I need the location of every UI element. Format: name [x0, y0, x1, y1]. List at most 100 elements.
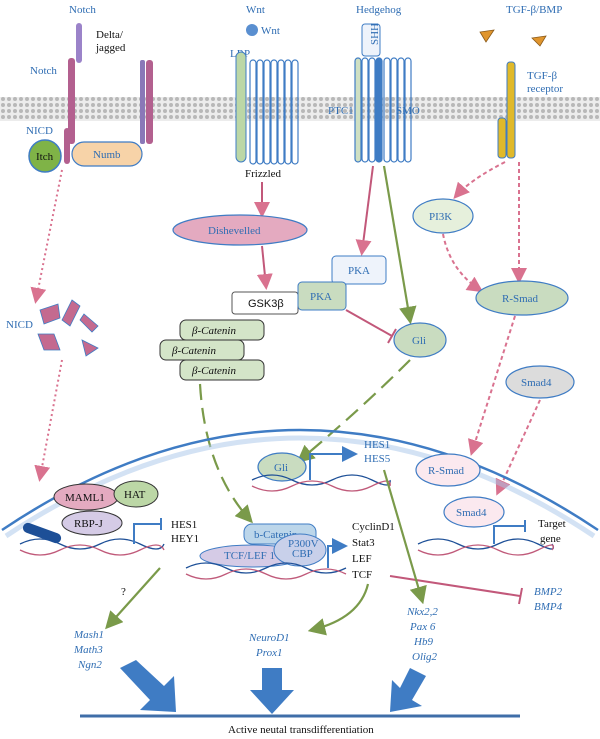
hes1-notch-label: HES1: [171, 519, 197, 531]
rbpj-protein: [61, 510, 123, 536]
rbpj-label: RBP-J: [74, 518, 103, 530]
smad4-protein: [505, 365, 575, 399]
pathway-title-wnt: Wnt: [246, 4, 265, 16]
tgf-receptor-label-line1: TGF-β: [527, 70, 557, 82]
wnt-ligand-icon: [246, 24, 258, 36]
dna-notch: [19, 538, 165, 556]
notch-to-output-arrow: [105, 567, 161, 630]
numb-label: Numb: [93, 149, 121, 161]
dishevelled-protein: [172, 214, 308, 246]
lrp-receptor: [235, 51, 247, 163]
smo-receptor: [383, 57, 412, 163]
delta-ligand: [76, 23, 82, 63]
tcf-lef-label: TCF/LEF 1: [224, 550, 275, 562]
catenin-3-label: β-Catenin: [191, 365, 236, 377]
smo-label: SMO: [396, 105, 420, 117]
smad4-nuclear-label: Smad4: [456, 507, 487, 519]
tcf-inhibits-bmp-bar: [518, 587, 523, 605]
ptc1-label: PTC1: [328, 105, 354, 117]
tgf-ligand-2: [531, 35, 547, 47]
nicd-fragment-1: [39, 303, 61, 325]
nuclear-envelope: [1, 428, 599, 532]
catenin-nucleus-arrow: [198, 383, 253, 524]
hb9-label: Hb9: [413, 636, 433, 648]
wnt-promoter-arrow: [327, 538, 348, 568]
catenin-2-label: β-Catenin: [171, 345, 216, 357]
pka-inhibits-gli-bar: [387, 328, 397, 344]
cbp-label: CBP: [292, 548, 313, 560]
mash1-label: Mash1: [73, 629, 104, 641]
smad4-label: Smad4: [521, 377, 552, 389]
hey1-notch-label: HEY1: [171, 533, 199, 545]
hh-promoter-arrow: [309, 446, 358, 480]
dna-tgf: [417, 538, 555, 556]
pka-inhibits-gli: [345, 309, 393, 337]
neurod1-label: NeuroD1: [248, 632, 290, 644]
gli-cytoplasm-label: Gli: [412, 335, 426, 347]
tgf-receptor-label-line2: receptor: [527, 83, 563, 95]
smad4-nuclear: [443, 496, 505, 528]
smo-to-gli: [382, 165, 417, 325]
rsmad-to-nucleus: [467, 315, 516, 456]
nkx22-label: Nkx2,2: [406, 606, 438, 618]
wnt-to-output-arrow: [307, 583, 370, 636]
nicd-fragment-4: [37, 333, 61, 351]
pathway-title-tgf: TGF-β/BMP: [506, 4, 562, 16]
pax6-label: Pax 6: [409, 621, 436, 633]
rsmad-label: R-Smad: [502, 293, 539, 305]
gli-cytoplasm: [393, 322, 447, 358]
tcf-inhibits-bmp: [389, 575, 521, 597]
tgf-promoter-arrow: [493, 525, 524, 544]
pi3k-protein: [412, 198, 474, 234]
pka-top-label: PKA: [348, 265, 370, 277]
pi3k-label: PI3K: [429, 211, 452, 223]
dishevelled-label: Dishevelled: [208, 225, 261, 237]
pka-label: PKA: [310, 291, 332, 303]
output-arrow-center: [250, 668, 294, 714]
question-mark: ?: [121, 586, 126, 598]
notch-receptor-right: [146, 60, 153, 144]
hat-label: HAT: [124, 489, 146, 501]
ptc1-receptor: [354, 57, 383, 163]
gli-nucleus-arrow: [296, 359, 411, 463]
rsmad-nuclear-label: R-Smad: [428, 465, 465, 477]
ptc1-to-pka: [355, 165, 374, 256]
rsmad-protein: [475, 280, 569, 316]
itch-protein: [28, 139, 62, 173]
dna-hedgehog: [251, 474, 391, 492]
nicd-fragment-2: [61, 299, 81, 327]
catenin-3: [179, 359, 265, 381]
nicd-membrane-label: NICD: [26, 125, 53, 137]
nicd-fragment-3: [79, 313, 99, 333]
tgf-receptor-2: [497, 117, 507, 159]
delta-jagged-label: Delta/jagged: [95, 29, 126, 54]
notch-receptor-label: Notch: [30, 65, 57, 77]
pathway-title-hedgehog: Hedgehog: [356, 4, 402, 16]
tgf-ligand-1: [479, 29, 495, 43]
notch-receptor-right-2: [140, 60, 145, 144]
output-arrow-left: [120, 660, 176, 712]
maml1-label: MAML1: [65, 492, 105, 504]
hh-to-output-arrow: [382, 469, 427, 605]
pka-top: [331, 255, 387, 285]
wnt-ligand-label: Wnt: [261, 25, 280, 37]
gli-nuclear-label: Gli: [274, 462, 288, 474]
nicd-fragment-5: [81, 339, 99, 357]
jagged-label: jagged: [95, 42, 126, 54]
olig2-label: Olig2: [412, 651, 438, 663]
stat3-label: Stat3: [352, 537, 375, 549]
target-gene-label-1: Target: [538, 518, 566, 530]
gsk3b-label: GSK3β: [248, 298, 284, 310]
prox1-label: Prox1: [255, 647, 282, 659]
p300-label: P300V: [288, 538, 319, 550]
plasma-membrane: [0, 97, 600, 121]
hat-protein: [113, 480, 159, 508]
frizzled-receptor: [249, 59, 299, 165]
shh-label: SHH: [369, 23, 381, 45]
ngn2-label: Ngn2: [77, 659, 102, 671]
rsmad-nuclear: [415, 453, 481, 487]
nicd-nucleus-arrow: [34, 359, 63, 482]
shh-ligand: [361, 23, 381, 57]
